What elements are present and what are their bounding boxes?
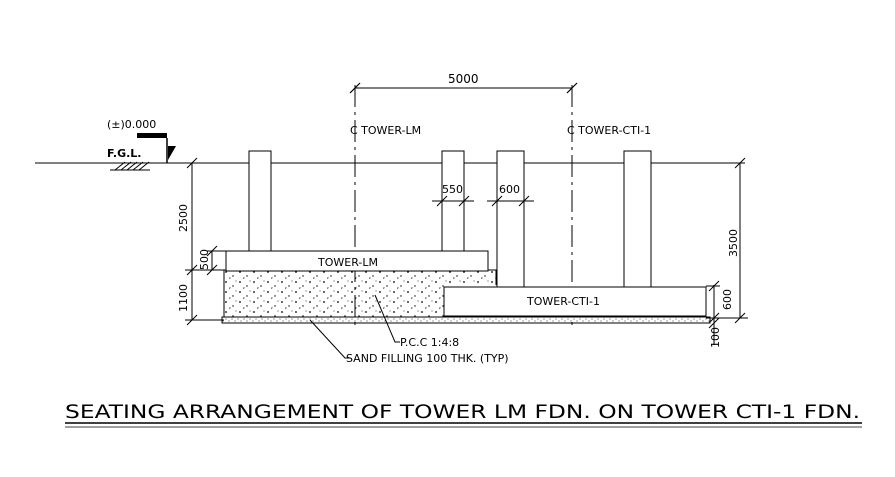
tower-lm-foundation (225, 150, 489, 272)
pcc-leader (374, 294, 400, 343)
sand-label: SAND FILLING 100 THK. (TYP) (346, 352, 509, 365)
fgl-marker (110, 133, 176, 171)
sand-layer (221, 316, 711, 324)
dimension-600-height: 600 (721, 289, 734, 310)
left-dimension-lines (185, 157, 226, 326)
dimension-100: 100 (709, 327, 722, 348)
dimension-550: 550 (442, 183, 463, 196)
level-value: (±)0.000 (107, 118, 156, 131)
tower-cti-foundation (443, 150, 707, 317)
fgl-label: F.G.L. (107, 147, 141, 160)
sand-leader (309, 319, 350, 359)
span-dimension: 5000 (448, 72, 479, 86)
dimension-3500: 3500 (727, 229, 740, 257)
pcc-label: P.C.C 1:4:8 (400, 336, 459, 349)
dimension-2500: 2500 (177, 204, 190, 232)
centerline-label-left: C TOWER-LM (350, 124, 421, 137)
right-dimension-lines (706, 157, 748, 345)
drawing-title: SEATING ARRANGEMENT OF TOWER LM FDN. ON … (65, 401, 860, 423)
dimension-500: 500 (198, 249, 211, 270)
centerline-label-right: C TOWER-CTI-1 (567, 124, 651, 137)
tower-lm-label: TOWER-LM (317, 256, 378, 269)
tower-cti-label: TOWER-CTI-1 (526, 295, 600, 308)
column-width-dimensions (432, 195, 534, 207)
dimension-600-width: 600 (499, 183, 520, 196)
dimension-1100: 1100 (177, 284, 190, 312)
